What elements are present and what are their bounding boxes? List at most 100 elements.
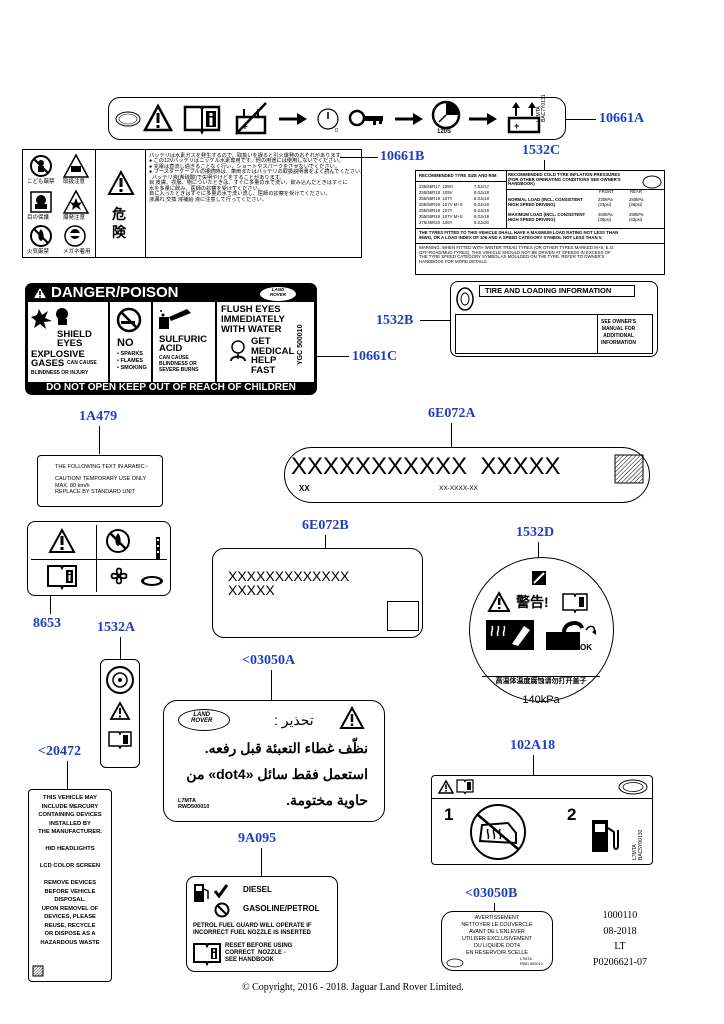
svg-text:+: + (514, 121, 519, 131)
timer-icon (431, 100, 461, 130)
ref-line: 08-2018 (603, 925, 637, 937)
label-1532b[interactable]: TIRE AND LOADING INFORMATION SEE OWNER'S… (450, 281, 658, 357)
label-20472[interactable]: THIS VEHICLE MAY INCLUDE MERCURY CONTAIN… (28, 789, 112, 982)
land-rover-logo-icon (446, 958, 464, 968)
label-main-text: XXXXXXXXXXX XXXXX (291, 453, 561, 480)
explosion-icon (31, 309, 52, 329)
handbook-icon (193, 943, 221, 967)
land-rover-logo-icon (618, 779, 648, 795)
callout-20472: <20472 (38, 744, 81, 759)
jp-text-block: バッテリは水素ガスを発生するので、取扱いを誤ると引火爆発のおそれがあります。 ●… (149, 153, 366, 203)
label-03050b[interactable]: AVERTISSEMENT NETTOYER LE COUVERCLE AVAN… (441, 911, 553, 971)
danger-footer: DO NOT OPEN KEEP OUT OF REACH OF CHILDRE… (46, 382, 296, 393)
no-flame-icon (106, 529, 130, 553)
label-1a479[interactable]: THE FOLLOWING TEXT IN ARABIC:- CAUTION! … (37, 455, 163, 507)
label-1532a[interactable] (100, 659, 140, 768)
barcode-strip-icon (156, 537, 160, 559)
fan-icon (110, 567, 128, 585)
reference-block: 1000110 08-2018 LT P0206621-07 (580, 908, 660, 970)
battery-disconnect-icon: + (235, 102, 267, 135)
battery-icon: + (507, 102, 541, 134)
callout-8653: 8653 (33, 616, 61, 631)
copyright-text: © Copyright, 2016 - 2018. Jaguar Land Ro… (242, 982, 464, 993)
warning-triangle-icon (437, 779, 455, 794)
wear-goggles-icon (64, 225, 86, 247)
ref-line: 1000110 (602, 910, 638, 921)
callout-102a18: 102A18 (510, 738, 556, 753)
timer-label: 120S (437, 129, 452, 135)
face-shield-icon (56, 308, 68, 325)
no-air-recirculation-icon (470, 804, 526, 860)
label-8653[interactable] (27, 521, 171, 596)
land-rover-logo-icon (178, 709, 230, 731)
label-code: L7MTA RWD500010 (178, 798, 210, 810)
label-6e072a[interactable]: XXXXXXXXXXX XXXXX XX XX-XXXX-XX (284, 447, 650, 503)
land-rover-logo-icon (115, 111, 141, 127)
callout-1532c: 1532C (522, 143, 561, 158)
acid-pouring-icon (159, 309, 191, 329)
label-102a18[interactable]: 1 2 L7MTA BAC5Y00130 (431, 775, 653, 865)
label-code: YGC 500010 (297, 324, 304, 365)
eye-wash-icon (230, 340, 246, 362)
key-icon (348, 109, 383, 127)
open-cap-icon: OK (546, 621, 596, 652)
callout-10661c: 10661C (352, 349, 398, 364)
blank-square (387, 601, 419, 631)
arrow-right-icon (469, 113, 497, 125)
fuel-pump-icon (592, 820, 619, 852)
checkmark-icon (213, 884, 229, 899)
ref-line: P0206621-07 (593, 956, 647, 968)
label-code: L7MTA RWD 500010 (520, 957, 543, 966)
handbook-icon (562, 593, 588, 614)
warning-triangle-icon (34, 288, 46, 298)
warning-triangle-icon (142, 103, 174, 132)
corrosive-icon (62, 153, 90, 178)
fuel-pump-icon (194, 884, 209, 902)
callout-6e072a: 6E072A (428, 406, 476, 421)
label-6e072b[interactable]: XXXXXXXXXXXXX XXXXX (212, 548, 423, 638)
land-rover-logo-icon (642, 175, 662, 189)
tire-info-title: TIRE AND LOADING INFORMATION (485, 286, 612, 295)
label-main-text: XXXXXXXXXXXXX XXXXX (228, 568, 350, 598)
label-10661c[interactable]: DANGER/POISON LAND ROVER SHIELD EYES EXP… (25, 283, 317, 395)
ignition-off-icon: 0 (317, 108, 339, 134)
svg-text:OK: OK (580, 643, 592, 652)
label-1532d[interactable]: 警告! OK OK 高温体温度腐蚀请勿打开盖子 140kPa (469, 557, 614, 706)
land-rover-logo-icon (141, 576, 163, 586)
hatched-square-icon (614, 454, 644, 484)
label-1532c[interactable]: RECOMMENDED TYRE SIZE AND RIM RECOMMENDE… (415, 170, 665, 275)
warning-triangle-icon (107, 169, 135, 195)
callout-03050a: <03050A (242, 653, 296, 668)
warning-triangle-icon (487, 590, 511, 612)
callout-03050b: <03050B (465, 886, 518, 901)
warning-triangle-icon (48, 527, 76, 553)
callout-1532a: 1532A (97, 620, 136, 635)
hot-coolant-icon (486, 620, 534, 650)
explosion-icon (62, 189, 90, 214)
label-03050a[interactable]: LAND ROVER تحذير : نظّف غطاء التعبئة قبل… (163, 700, 385, 822)
label-9a095[interactable]: DIESEL GASOLINE/PETROL PETROL FUEL GUARD… (186, 876, 338, 972)
hatched-square-icon (32, 965, 44, 977)
handbook-icon (47, 565, 77, 591)
callout-1a479: 1A479 (79, 409, 118, 424)
jp-icon-label: メガネ着用 (63, 249, 91, 255)
tire-icon (456, 287, 474, 311)
tire-icon (106, 666, 134, 694)
label-10661b[interactable]: こども厳禁 取扱注意 目の保護 爆発注意 火気厳禁 メガネ着用 危 険 バッテリ… (22, 149, 366, 258)
svg-text:+: + (242, 122, 248, 133)
no-fire-icon (30, 225, 52, 247)
callout-6e072b: 6E072B (302, 518, 349, 533)
label-code: L7MTA BAC5Y00130 (632, 829, 644, 860)
svg-text:0: 0 (335, 128, 338, 134)
label-10661a[interactable]: + 0 120S + L7MTA BAC7Y0131 (108, 94, 566, 140)
callout-10661a: 10661A (599, 111, 645, 126)
callout-1532d: 1532D (516, 525, 555, 540)
jp-icon-label: 取扱注意 (63, 179, 86, 185)
handbook-icon (108, 731, 132, 750)
handbook-icon (456, 779, 474, 795)
ref-line: LT (614, 941, 626, 952)
danger-kanji: 危 険 (112, 206, 126, 241)
jp-icon-label: 火気厳禁 (27, 249, 50, 255)
danger-title: DANGER/POISON (51, 284, 179, 301)
no-children-icon (30, 155, 52, 177)
